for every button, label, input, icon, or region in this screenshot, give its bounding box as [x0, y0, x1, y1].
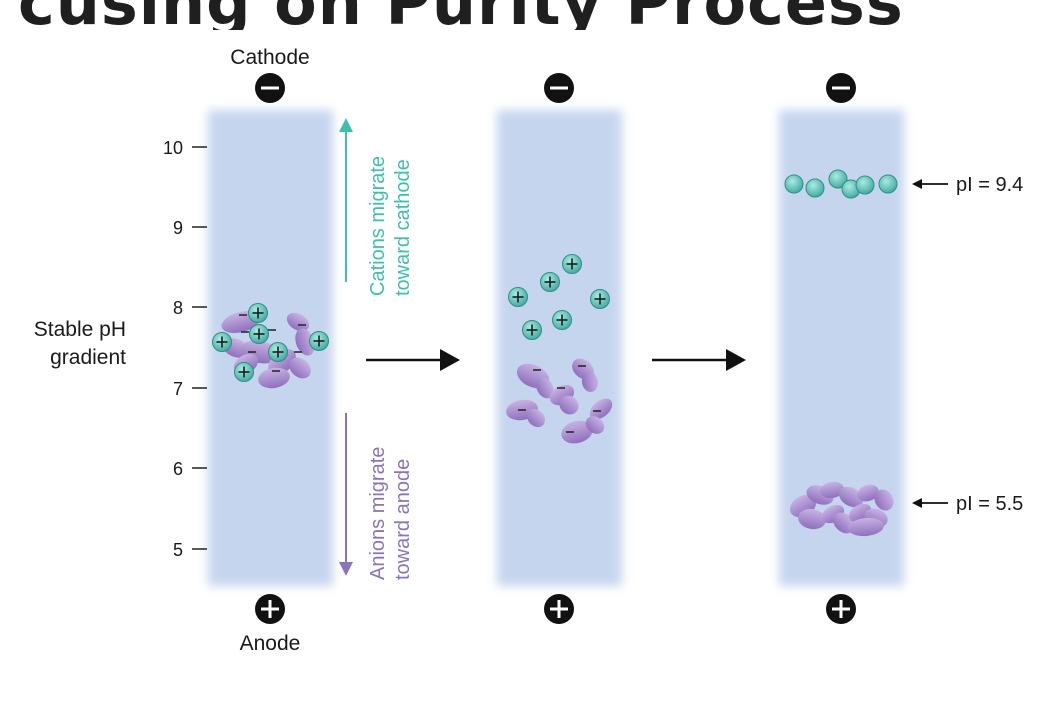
anode-electrode-2	[544, 594, 574, 624]
cation-layer	[212, 169, 898, 382]
anode-electrode-3	[826, 594, 856, 624]
anode-electrode-1	[255, 594, 285, 624]
anion-protein	[295, 328, 315, 356]
ph-gradient-label-line1: Stable pH	[34, 318, 126, 341]
anion-protein	[585, 416, 605, 434]
anion-protein	[874, 489, 894, 511]
anion-protein	[258, 367, 290, 389]
anion-charge-marks	[518, 365, 601, 433]
cation-protein	[552, 310, 572, 330]
anion-protein	[289, 357, 311, 379]
pi-low-pointer	[912, 498, 948, 508]
anion-charge-marks	[239, 314, 306, 372]
page-heading-fragment: cusing on Purity Process	[0, 0, 1062, 30]
anion-protein	[589, 398, 613, 420]
cation-protein	[212, 332, 232, 352]
cathode-electrode-2	[544, 73, 574, 103]
cation-protein	[540, 272, 560, 292]
process-arrow-1	[366, 349, 460, 371]
cations-migrate-line2: toward cathode	[392, 159, 414, 296]
ph-tick-8: 8	[173, 298, 183, 318]
pi-low-label: pI = 5.5	[956, 493, 1023, 515]
anion-protein	[820, 481, 844, 499]
anions-migrate-line2: toward anode	[392, 459, 414, 580]
cathode-electrode-3	[826, 73, 856, 103]
anion-protein	[581, 372, 599, 392]
gel-strip-migrating	[497, 110, 622, 586]
cations-migrate-line1: Cations migrate	[367, 156, 389, 296]
cation-protein	[522, 320, 542, 340]
focused-cation-protein	[855, 175, 875, 195]
migrating-anion-group	[506, 358, 613, 444]
anion-protein	[286, 312, 310, 332]
process-arrow-2	[652, 349, 746, 371]
heading-text: cusing on Purity Process	[18, 0, 904, 30]
focused-anion-band-pi-5-5	[789, 481, 894, 537]
pi-high-pointer	[912, 179, 948, 189]
ph-tick-9: 9	[173, 218, 183, 238]
cation-protein	[268, 342, 288, 362]
anode-label: Anode	[240, 632, 301, 655]
anion-protein	[559, 395, 579, 415]
cation-migration-arrow	[339, 118, 353, 282]
cation-protein	[234, 362, 254, 382]
anion-migration-arrow	[339, 413, 353, 576]
cation-protein	[508, 287, 528, 307]
ph-tick-7: 7	[173, 379, 183, 399]
cathode-label: Cathode	[230, 46, 309, 69]
anion-protein	[838, 486, 864, 508]
anion-protein	[857, 484, 879, 502]
focused-cation-protein	[784, 174, 804, 194]
focused-cation-protein	[878, 174, 898, 194]
anion-protein	[561, 420, 593, 444]
cathode-electrode-1	[255, 73, 285, 103]
focused-cation-protein	[828, 169, 848, 189]
anions-migrate-line1: Anions migrate	[367, 447, 389, 580]
focused-cation-protein	[805, 178, 825, 198]
anion-protein	[798, 508, 826, 530]
anion-protein	[848, 517, 884, 537]
cation-protein	[309, 331, 329, 351]
pi-high-label: pI = 9.4	[956, 174, 1023, 196]
cation-protein	[249, 324, 269, 344]
cation-protein	[590, 289, 610, 309]
ph-gradient-label-line2: gradient	[50, 346, 126, 369]
cation-protein	[248, 303, 268, 323]
mixed-protein-cluster	[221, 311, 315, 389]
ph-tick-6: 6	[173, 459, 183, 479]
cation-protein	[562, 254, 582, 274]
anion-protein	[526, 408, 546, 428]
ph-tick-10: 10	[163, 138, 183, 158]
ph-tick-5: 5	[173, 540, 183, 560]
ph-axis: 10 9 8 7 6 5	[163, 138, 207, 560]
anion-protein	[536, 377, 554, 399]
